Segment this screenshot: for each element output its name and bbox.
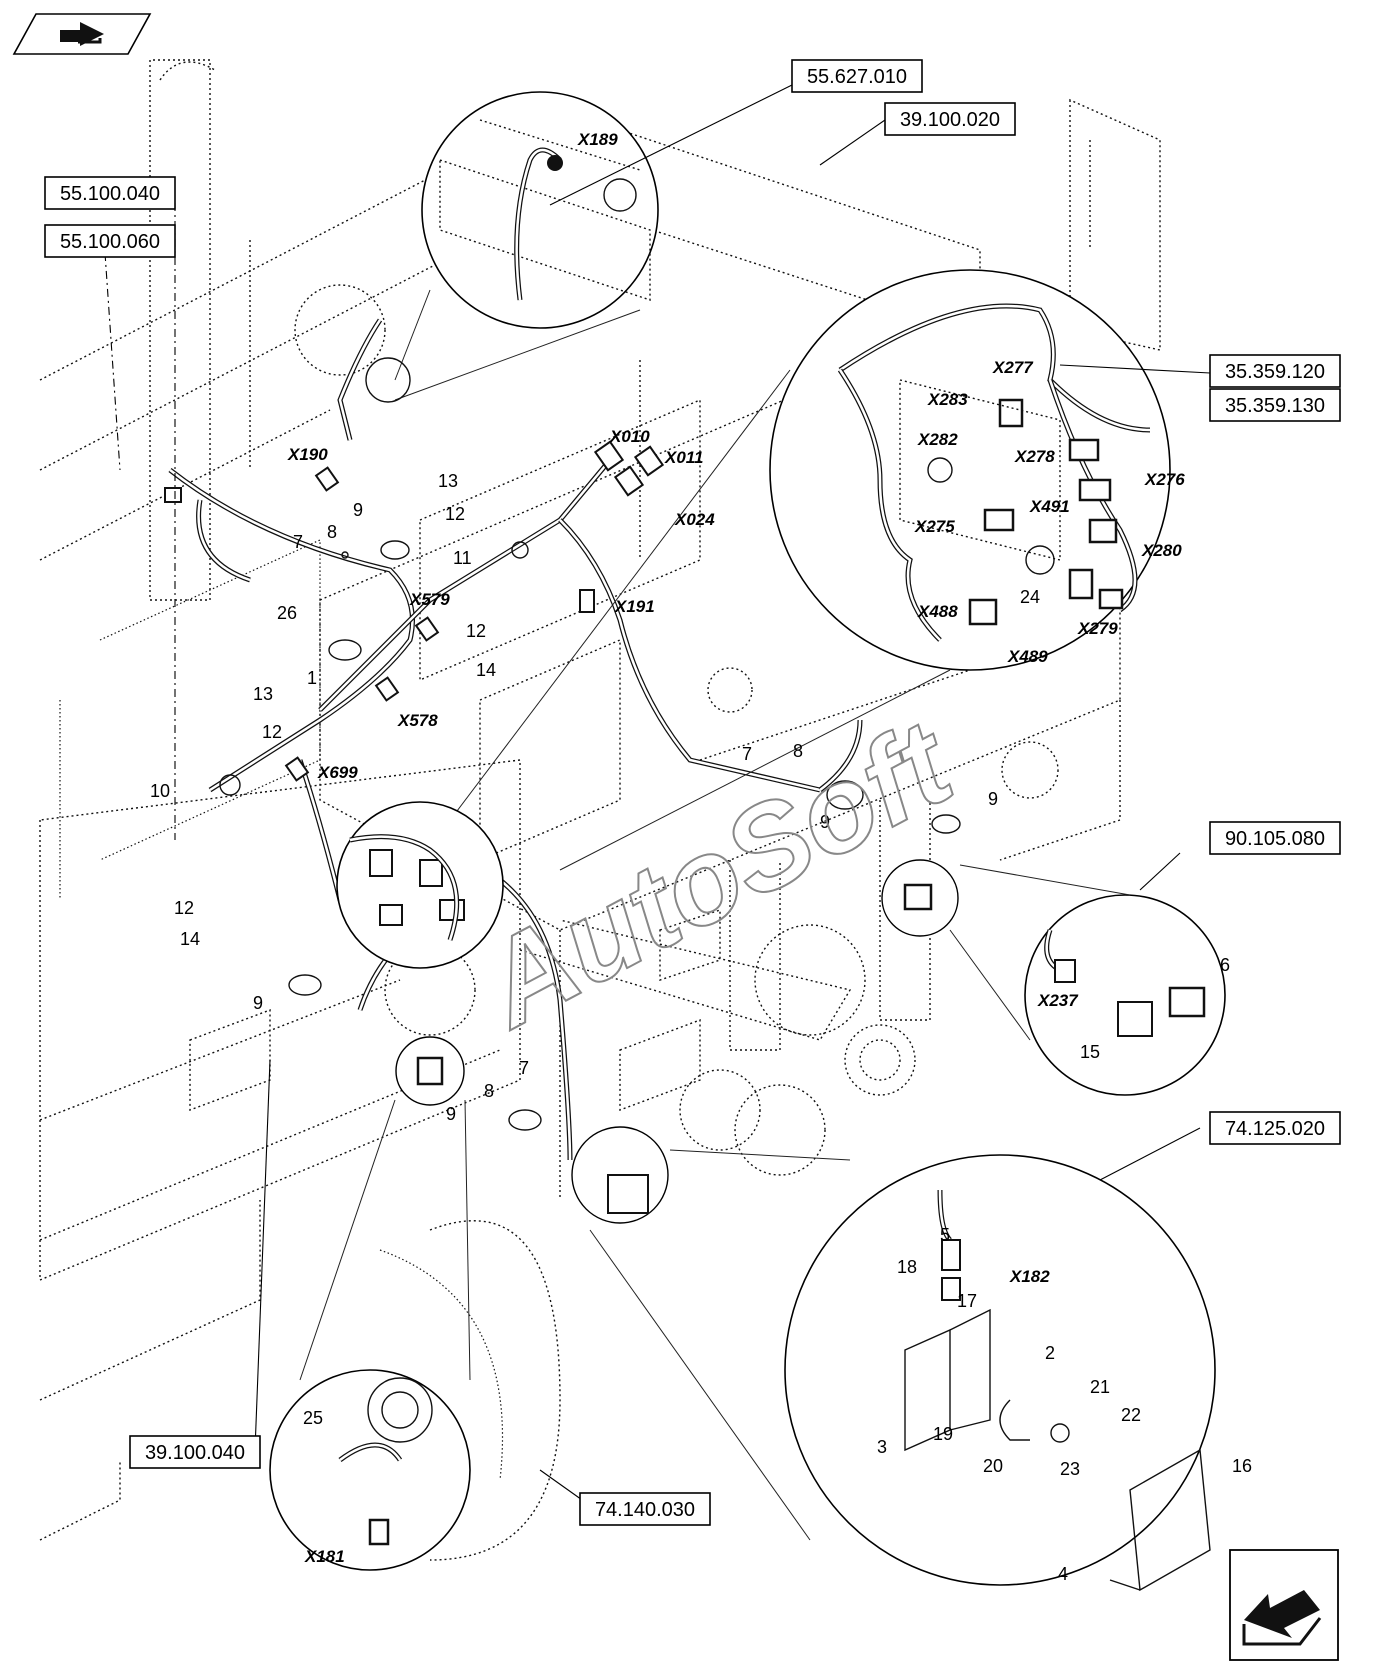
connector-label: X488	[917, 602, 958, 621]
item-number: 9	[353, 500, 363, 520]
reference-box[interactable]: 90.105.080	[1209, 821, 1341, 855]
item-number: 7	[519, 1058, 529, 1078]
reference-label: 39.100.040	[145, 1442, 245, 1464]
item-number: 10	[150, 781, 170, 801]
connector-label: X489	[1007, 647, 1048, 666]
item-number: 24	[1020, 587, 1040, 607]
reference-label: 55.100.040	[60, 183, 160, 205]
reference-label: 35.359.120	[1225, 361, 1325, 383]
reference-label: 35.359.130	[1225, 395, 1325, 417]
connector-label: X237	[1037, 991, 1079, 1010]
connector-label: X011	[664, 448, 703, 467]
item-number: 1	[307, 668, 317, 688]
connector-label: X277	[992, 358, 1034, 377]
reference-box[interactable]: 55.627.010	[791, 59, 923, 93]
connector-label: X283	[927, 390, 968, 409]
item-number: 12	[445, 504, 465, 524]
connector-labels: X189 X190 X010 X011 X024 X579 X191 X578 …	[287, 130, 1185, 1566]
item-number: 18	[897, 1257, 917, 1277]
item-number: 13	[253, 684, 273, 704]
detail-view-lower-left	[269, 1036, 471, 1571]
connector-label: X278	[1014, 447, 1055, 466]
connector-label: X191	[614, 597, 655, 616]
item-number: 12	[262, 722, 282, 742]
detail-view-top	[365, 91, 659, 403]
reference-leaders	[104, 84, 1211, 1508]
item-number: 7	[742, 744, 752, 764]
reference-label: 74.140.030	[595, 1499, 695, 1521]
item-number: 8	[484, 1081, 494, 1101]
item-number: 26	[277, 603, 297, 623]
next-arrow-icon	[1244, 1590, 1320, 1638]
return-arrow-icon	[60, 22, 104, 46]
item-number: 19	[933, 1424, 953, 1444]
connector-label: X578	[397, 711, 438, 730]
item-number: 21	[1090, 1377, 1110, 1397]
connector-label: X280	[1141, 541, 1182, 560]
item-number: 4	[1058, 1564, 1068, 1584]
item-number: 3	[877, 1437, 887, 1457]
connector-label: X010	[609, 427, 650, 446]
item-number: 9	[988, 789, 998, 809]
connector-label: X024	[674, 510, 715, 529]
detail-view-right-middle	[881, 859, 1226, 1096]
reference-label: 55.100.060	[60, 231, 160, 253]
item-number: 20	[983, 1456, 1003, 1476]
item-number: 5	[940, 1225, 950, 1245]
item-number: 9	[820, 812, 830, 832]
connector-label: X491	[1029, 497, 1070, 516]
detail-view-right-upper	[419, 269, 1171, 871]
item-number: 14	[476, 660, 496, 680]
reference-box[interactable]: 55.100.040	[44, 176, 176, 210]
item-number: 14	[180, 929, 200, 949]
reference-box[interactable]: 35.359.120	[1209, 354, 1341, 388]
item-number: 12	[466, 621, 486, 641]
reference-box[interactable]: 74.125.020	[1209, 1111, 1341, 1145]
item-number: 23	[1060, 1459, 1080, 1479]
item-number: 12	[174, 898, 194, 918]
item-number: 6	[1220, 955, 1230, 975]
reference-label: 39.100.020	[900, 109, 1000, 131]
item-number: 16	[1232, 1456, 1252, 1476]
connector-label: X275	[914, 517, 955, 536]
connector-label: X579	[409, 590, 450, 609]
reference-box[interactable]: 39.100.020	[884, 102, 1016, 136]
connector-label: X190	[287, 445, 328, 464]
item-number: 2	[1045, 1343, 1055, 1363]
connector-label: X282	[917, 430, 958, 449]
connector-label: X182	[1009, 1267, 1050, 1286]
reference-box[interactable]: 55.100.060	[44, 224, 176, 258]
item-number: 13	[438, 471, 458, 491]
item-number: 9	[446, 1104, 456, 1124]
reference-box[interactable]: 39.100.040	[129, 1435, 261, 1469]
connector-label: X699	[317, 763, 358, 782]
reference-box[interactable]: 35.359.130	[1209, 388, 1341, 422]
item-number: 15	[1080, 1042, 1100, 1062]
item-number: 9	[253, 993, 263, 1013]
connector-label: X181	[304, 1547, 345, 1566]
connector-label: X189	[577, 130, 618, 149]
detail-view-center	[336, 801, 504, 969]
reference-label: 90.105.080	[1225, 828, 1325, 850]
item-number: 22	[1121, 1405, 1141, 1425]
detail-view-lower-right	[571, 1126, 1216, 1592]
reference-label: 55.627.010	[807, 66, 907, 88]
item-number: 8	[327, 522, 337, 542]
return-arrow-button[interactable]	[12, 13, 152, 55]
item-number: 11	[453, 548, 472, 568]
item-number: 7	[293, 532, 303, 552]
item-number-labels: 1 13 12 9 8 7 11 26 12 14 13 12 10 12 14…	[150, 471, 1252, 1584]
item-number: 8	[793, 741, 803, 761]
connector-label: X276	[1144, 470, 1185, 489]
next-arrow-button[interactable]	[1229, 1549, 1339, 1661]
connector-label: X279	[1077, 619, 1118, 638]
item-number: 25	[303, 1408, 323, 1428]
reference-box[interactable]: 74.140.030	[579, 1492, 711, 1526]
item-number: 17	[957, 1291, 977, 1311]
reference-label: 74.125.020	[1225, 1118, 1325, 1140]
